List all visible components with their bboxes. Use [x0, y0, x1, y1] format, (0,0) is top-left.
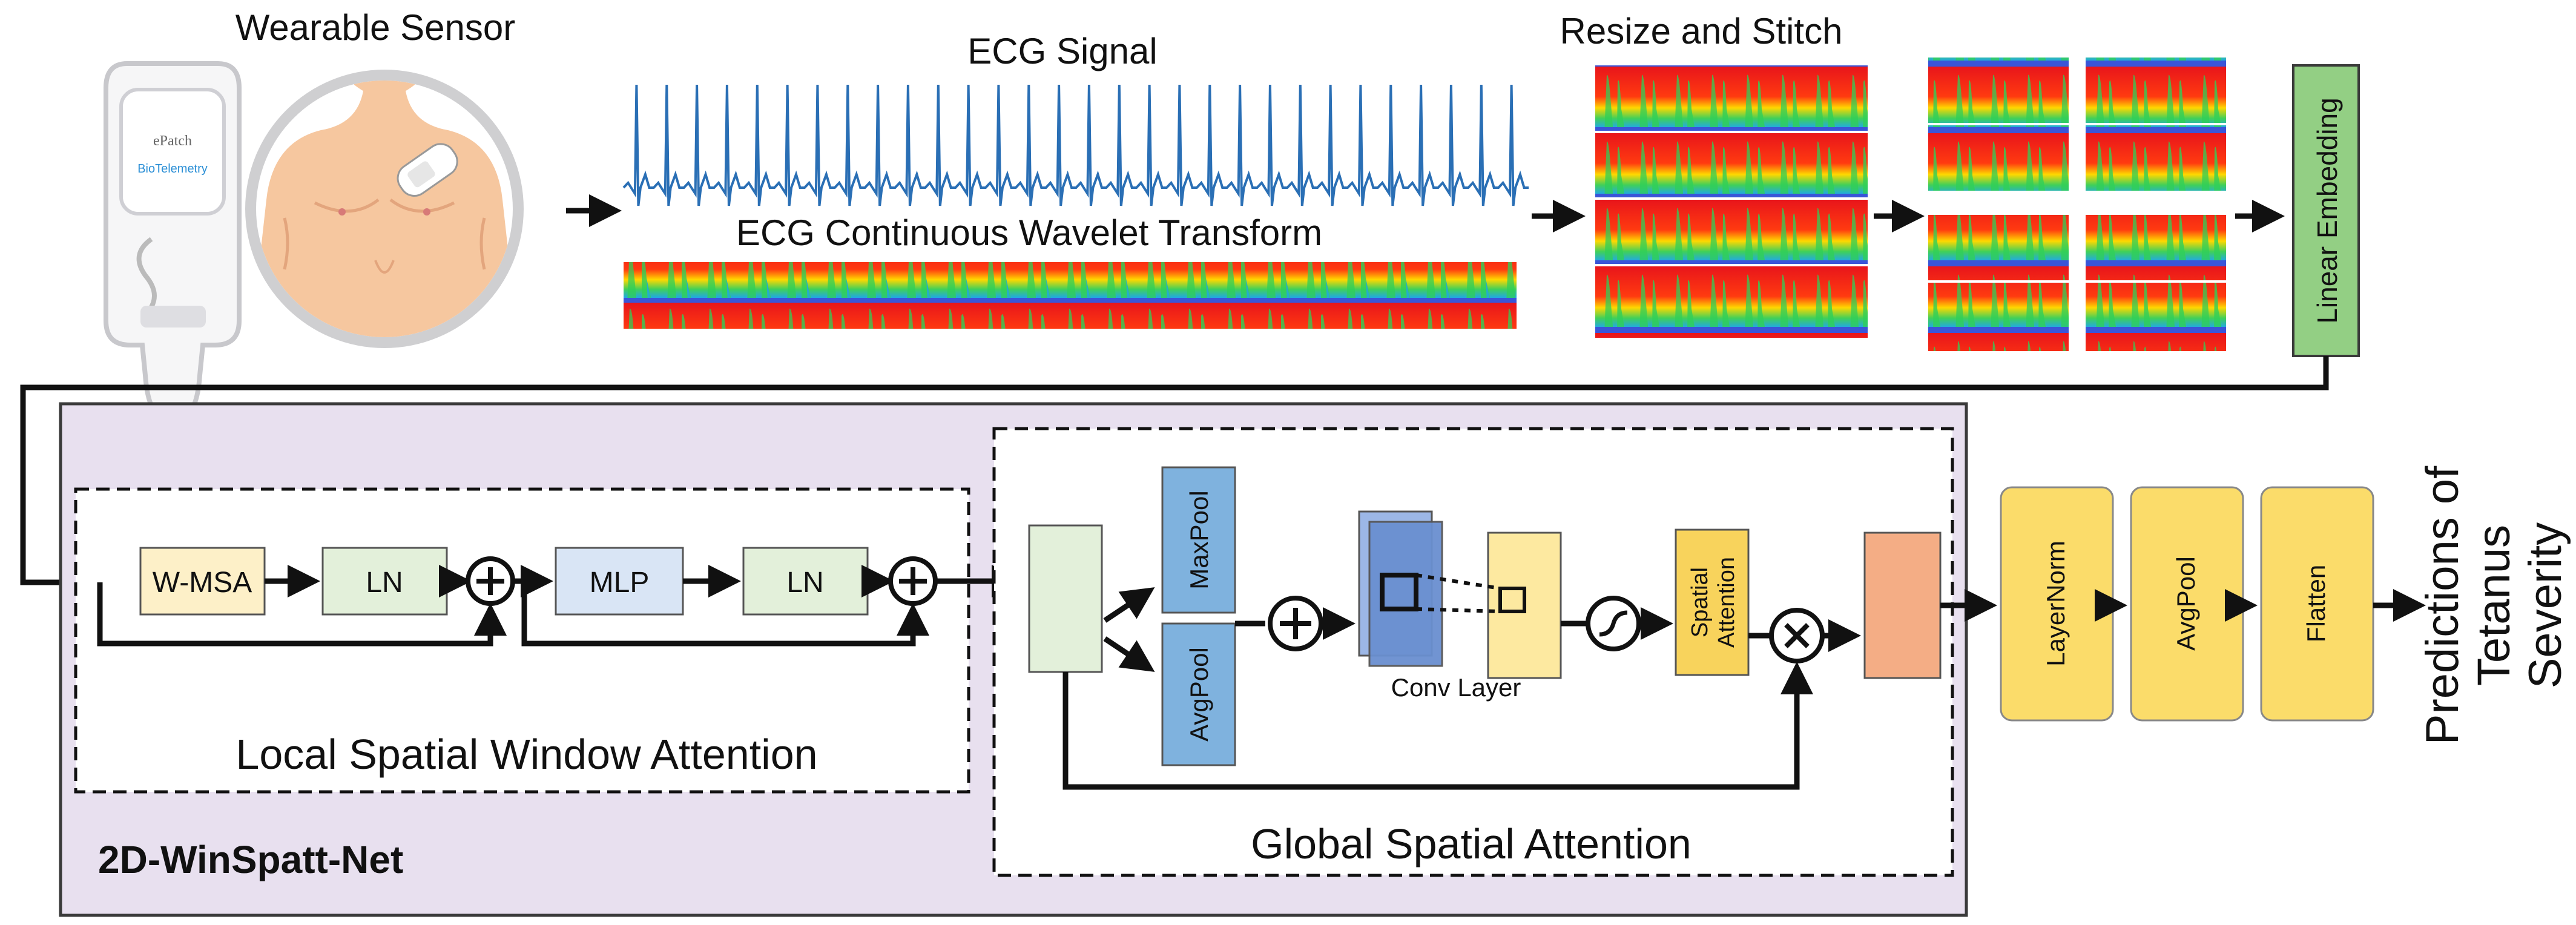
avgpool-box	[1161, 622, 1236, 766]
epatch-device-image: ePatch BioTelemetry	[104, 61, 242, 420]
prediction-line-3: Severity	[2520, 522, 2571, 689]
avgpool-label: AvgPool	[1185, 647, 1213, 742]
avgpool-out-label: AvgPool	[2172, 556, 2200, 651]
ecg-signal-title: ECG Signal	[967, 31, 1157, 71]
sigmoid-icon	[1586, 596, 1641, 651]
predictions-label: Predictions of Tetanus Severity	[2417, 466, 2571, 745]
flatten-label: Flatten	[2302, 565, 2330, 642]
ecg-signal-waveform	[622, 84, 1529, 206]
maxpool-box	[1161, 466, 1236, 614]
spatial-attention-label-1: Spatial	[1687, 567, 1713, 637]
ln-label-2: LN	[786, 567, 823, 599]
chest-illustration	[245, 70, 524, 348]
plus-icon	[888, 556, 938, 606]
ln-box-2	[742, 547, 869, 616]
mlp-label: MLP	[590, 567, 650, 599]
input-feature-map	[1028, 524, 1103, 673]
linear-embedding-block: Linear Embedding	[2292, 64, 2360, 357]
epatch-brand-text: ePatch	[153, 133, 192, 149]
global-block-title: Global Spatial Attention	[1251, 820, 1692, 867]
mlp-box	[555, 547, 684, 616]
spatial-attention-box	[1675, 528, 1750, 676]
linear-embedding-label: Linear Embedding	[2311, 97, 2343, 323]
ecg-cwt-strip	[624, 262, 1517, 329]
prediction-line-1: Predictions of	[2417, 466, 2468, 745]
image-patches	[1928, 58, 2226, 351]
resize-stitch-title: Resize and Stitch	[1560, 11, 1843, 51]
w-msa-label: W-MSA	[153, 567, 252, 599]
prediction-line-2: Tetanus	[2468, 525, 2520, 686]
ln-box-1	[321, 547, 448, 616]
local-block-title: Local Spatial Window Attention	[236, 731, 817, 778]
conv-layer-stack	[1358, 510, 1562, 679]
output-feature-map	[1863, 532, 1942, 679]
resized-cwt-grid	[1595, 65, 1868, 338]
net-name: 2D-WinSpatt-Net	[98, 838, 403, 881]
maxpool-label: MaxPool	[1185, 490, 1213, 589]
epatch-sub-text: BioTelemetry	[137, 162, 208, 176]
plus-icon	[466, 556, 515, 606]
layernorm-label: LayerNorm	[2041, 541, 2070, 667]
conv-layer-label: Conv Layer	[1391, 673, 1521, 702]
ecg-cwt-title: ECG Continuous Wavelet Transform	[736, 212, 1322, 253]
ln-label-1: LN	[366, 567, 403, 599]
plus-icon	[1268, 596, 1323, 651]
multiply-icon	[1769, 608, 1825, 663]
wearable-sensor-title: Wearable Sensor	[236, 7, 515, 48]
spatial-attention-label-2: Attention	[1714, 557, 1739, 648]
